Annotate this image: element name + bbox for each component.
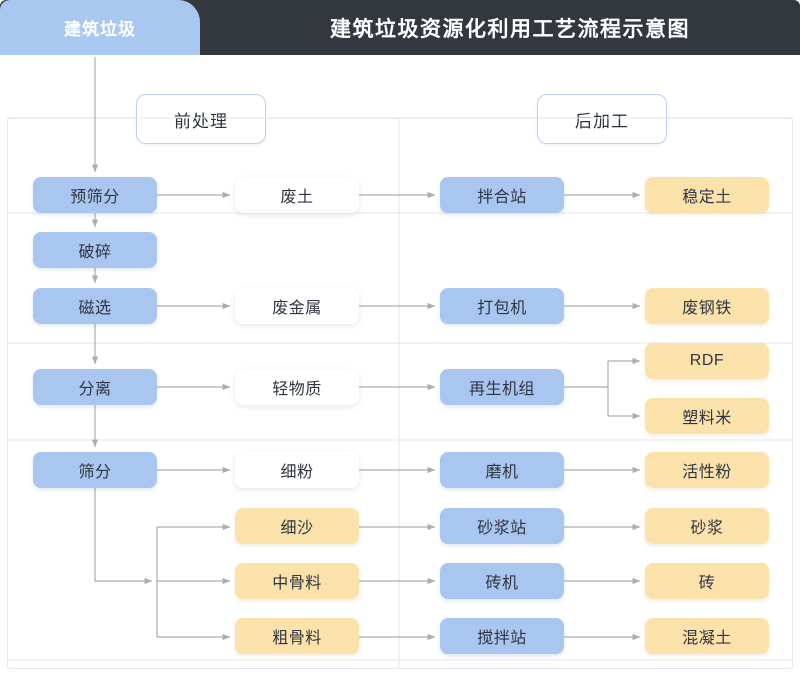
section-chip-pretreatment: 前处理 [136,94,266,144]
node-waste-metal[interactable]: 废金属 [235,288,359,324]
node-mortar[interactable]: 砂浆 [645,508,769,544]
node-mortar-station[interactable]: 砂浆站 [440,508,564,544]
node-waste-soil[interactable]: 废土 [235,177,359,213]
node-fine-powder[interactable]: 细粉 [235,452,359,488]
node-fine-sand[interactable]: 细沙 [235,508,359,544]
node-mixing-station[interactable]: 拌合站 [440,177,564,213]
section-chip-postprocess: 后加工 [537,94,667,144]
node-concrete-station[interactable]: 搅拌站 [440,618,564,654]
page-title: 建筑垃圾资源化利用工艺流程示意图 [330,17,690,41]
node-grinder[interactable]: 磨机 [440,452,564,488]
source-tab-construction-waste[interactable]: 建筑垃圾 [0,0,200,55]
node-magnetic-separation[interactable]: 磁选 [33,288,157,324]
node-brick-machine[interactable]: 砖机 [440,563,564,599]
diagram-panel [7,118,793,669]
node-concrete[interactable]: 混凝土 [645,618,769,654]
node-crush[interactable]: 破碎 [33,232,157,268]
node-stabilized-soil[interactable]: 稳定土 [645,177,769,213]
node-brick[interactable]: 砖 [645,563,769,599]
node-baler[interactable]: 打包机 [440,288,564,324]
node-scrap-steel[interactable]: 废钢铁 [645,288,769,324]
node-regeneration-unit[interactable]: 再生机组 [440,369,564,405]
node-pre-screen[interactable]: 预筛分 [33,177,157,213]
node-separation[interactable]: 分离 [33,369,157,405]
node-coarse-aggregate[interactable]: 粗骨料 [235,618,359,654]
node-plastic-pellet[interactable]: 塑料米 [645,398,769,434]
node-active-powder[interactable]: 活性粉 [645,452,769,488]
node-rdf[interactable]: RDF [645,343,769,379]
node-light-matter[interactable]: 轻物质 [235,369,359,405]
node-medium-aggregate[interactable]: 中骨料 [235,563,359,599]
node-screening[interactable]: 筛分 [33,452,157,488]
